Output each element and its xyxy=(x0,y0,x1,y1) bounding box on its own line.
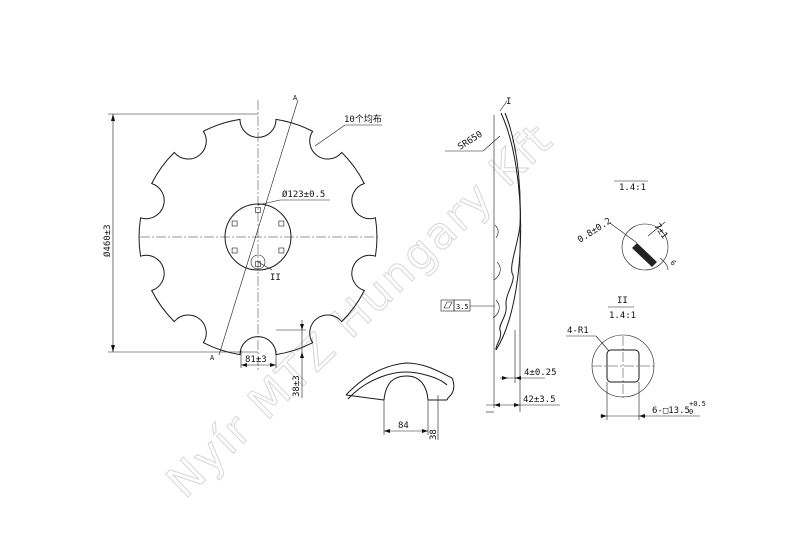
square-tol-upper: +0.5 xyxy=(689,400,706,408)
sphere-radius-dim: SR650 xyxy=(456,130,484,153)
bolt-hole xyxy=(255,207,261,213)
square-holes-dim: 6-□13.5 xyxy=(652,406,690,416)
edge-depth-dim: 38 xyxy=(429,429,439,440)
detail-ii: II 1.4:1 4-R1 6-□13.5 +0.5 0 xyxy=(566,296,706,420)
dish-depth-dim: 42±3.5 xyxy=(523,395,556,405)
edge-notch-cut xyxy=(383,375,429,401)
edge-width-dim: 84 xyxy=(398,421,409,431)
bolt-holes xyxy=(231,207,285,267)
section-mark-a-top: A xyxy=(293,94,298,102)
profile-inner xyxy=(495,112,521,351)
detail-ii-scale: 1.4:1 xyxy=(609,311,636,321)
edge-outline xyxy=(345,362,455,401)
flatness-symbol xyxy=(440,299,455,312)
detail-ref-ii: II xyxy=(270,273,281,283)
notch-width-dim: 81±3 xyxy=(245,355,267,365)
blade-edge-section xyxy=(632,243,657,267)
edge-notch-view: 84 38 xyxy=(345,362,455,440)
outer-diameter-dim: Ø460±3 xyxy=(102,224,113,257)
watermark: Nyír MTZ Hungary Kft xyxy=(157,114,563,508)
detail-i-scale: 1.4:1 xyxy=(619,183,646,193)
profile-outer xyxy=(495,112,522,351)
disc-side-view: I SR650 3.5 4±0.25 42±3.5 xyxy=(440,97,560,413)
bolt-hole xyxy=(278,220,285,227)
bevel-angle-dim: 6 xyxy=(669,259,678,268)
section-mark-a-bottom: A xyxy=(210,354,215,362)
hub-circle xyxy=(224,203,292,271)
edge-thickness-dim: 0.8±0.2 xyxy=(576,216,613,245)
detail-i-circle xyxy=(621,223,669,271)
bolt-hole xyxy=(231,220,238,227)
disc-front-view: A A II Ø123±0.5 10个均布 Ø460±3 81±3 38±3 xyxy=(102,94,382,398)
flatness-value: 3.5 xyxy=(456,303,469,311)
bolt-circle-dim: Ø123±0.5 xyxy=(282,189,325,200)
detail-ii-marker xyxy=(250,254,266,270)
bolt-hole xyxy=(255,261,261,267)
thickness-dim: 4±0.25 xyxy=(524,368,557,378)
corner-radius-dim: 4-R1 xyxy=(567,326,589,336)
bolt-hole xyxy=(231,247,238,254)
count-note: 10个均布 xyxy=(344,113,382,125)
square-tol-lower: 0 xyxy=(689,408,693,416)
bolt-hole xyxy=(278,247,285,254)
section-line-a xyxy=(218,99,299,356)
notch-depth-dim: 38±3 xyxy=(292,375,302,397)
detail-ref-i: I xyxy=(506,97,511,107)
detail-ii-title: II xyxy=(617,296,628,306)
detail-i: 1.4:1 0.8±0.2 7±1 6 xyxy=(576,180,678,271)
